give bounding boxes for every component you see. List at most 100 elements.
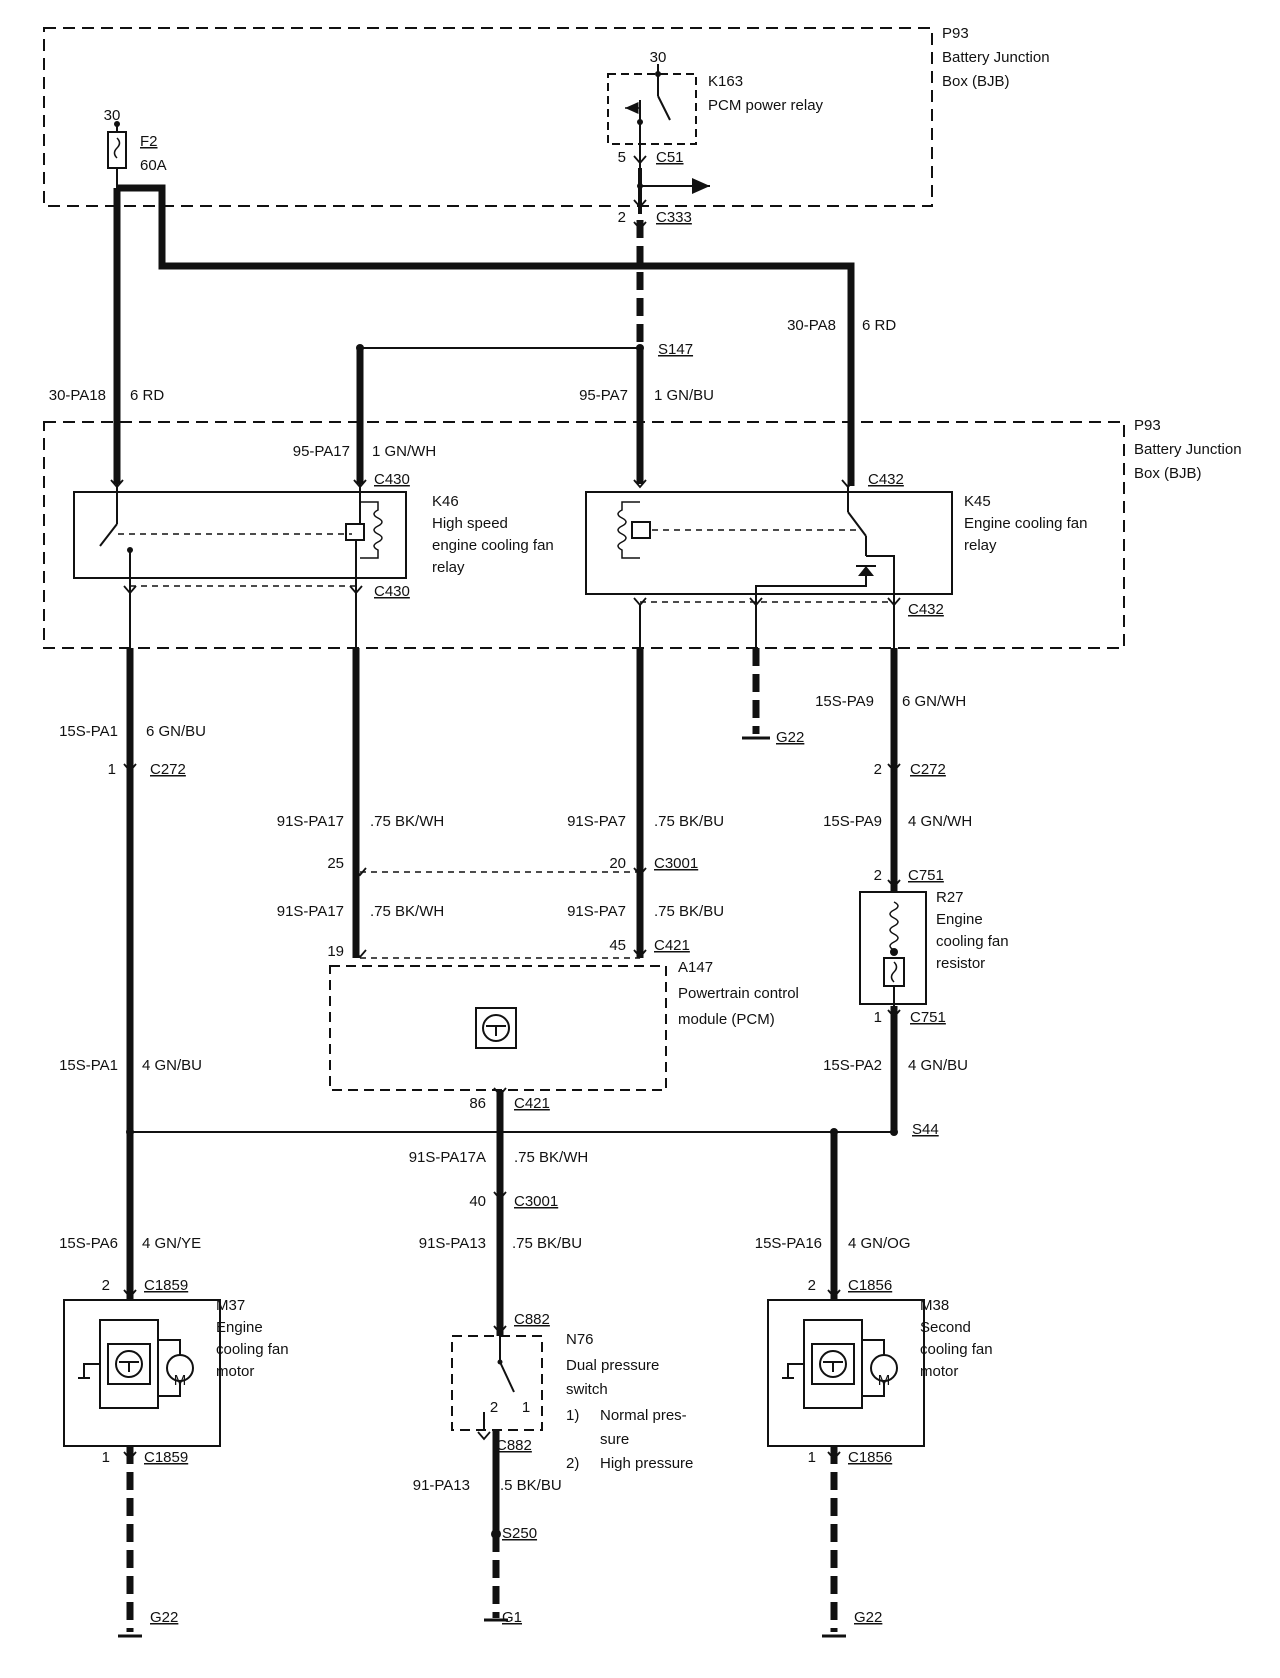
c272-right-pin: 2 — [874, 761, 882, 778]
pcm-ref: A147 — [678, 959, 713, 976]
n76-note2-num: 2) — [566, 1455, 579, 1472]
k45-line1: Engine cooling fan — [964, 515, 1087, 532]
wire-30pa18-spec: 6 RD — [130, 387, 164, 404]
m38-conn-top: C1856 — [848, 1277, 892, 1294]
wires — [113, 168, 898, 1632]
connector-chevron — [353, 867, 367, 877]
n76-line1: Dual pressure — [566, 1357, 659, 1374]
bjb-top-name-1: Battery Junction — [942, 49, 1050, 66]
bjb-top-box — [43, 27, 933, 207]
wire-15spa16-circuit: 15S-PA16 — [755, 1235, 822, 1252]
wire-91spa7b-circuit: 91S-PA7 — [567, 903, 626, 920]
wire-91spa13-circuit: 91S-PA13 — [419, 1235, 486, 1252]
m38-ref: M38 — [920, 1297, 949, 1314]
connector-chevron — [633, 867, 647, 877]
m37-motor-letter: M — [174, 1372, 187, 1389]
n76-ref: N76 — [566, 1331, 594, 1348]
pcm-relay-name: PCM power relay — [708, 97, 824, 114]
c421-pin-right: 45 — [609, 937, 626, 954]
m37-ref: M37 — [216, 1297, 245, 1314]
ground-symbols — [118, 736, 846, 1638]
r27-ref: R27 — [936, 889, 964, 906]
k46-line1: High speed — [432, 515, 508, 532]
bjb-mid-ref: P93 — [1134, 417, 1161, 434]
m37-line2: cooling fan — [216, 1341, 289, 1358]
k46-conn-top: C430 — [374, 471, 410, 488]
n76-note1-a: Normal pres- — [600, 1407, 687, 1424]
c421-top-connector: C421 — [654, 937, 690, 954]
wire-91spa7b-spec: .75 BK/BU — [654, 903, 724, 920]
connector-chevron — [827, 1451, 841, 1461]
wire-91spa17A-spec: .75 BK/WH — [514, 1149, 588, 1166]
pcm-relay-terminal: 30 — [650, 49, 667, 66]
connector-chevron — [887, 879, 901, 889]
s147-label: S147 — [658, 341, 693, 358]
fuse-rating: 60A — [140, 157, 167, 174]
connector-chevrons — [110, 155, 901, 1461]
wire-91spa17a-spec: .75 BK/WH — [370, 813, 444, 830]
wire-15spa1b-circuit: 15S-PA1 — [59, 1057, 118, 1074]
n76-note1-b: sure — [600, 1431, 629, 1448]
connector-chevron — [110, 479, 124, 489]
s44-label: S44 — [912, 1121, 939, 1138]
wire-15spa2-circuit: 15S-PA2 — [823, 1057, 882, 1074]
wire-91spa17a-circuit: 91S-PA17 — [277, 813, 344, 830]
bjb-top-name-2: Box (BJB) — [942, 73, 1010, 90]
wire-91pa13-spec: .5 BK/BU — [500, 1477, 562, 1494]
bjb-mid-name-2: Box (BJB) — [1134, 465, 1202, 482]
m37-motor — [63, 1299, 221, 1447]
connector-chevron — [123, 1289, 137, 1299]
c333-connector: C333 — [656, 209, 692, 226]
n76-conn-top: C882 — [514, 1311, 550, 1328]
connector-chevron — [633, 597, 647, 607]
fuse-terminal: 30 — [104, 107, 121, 124]
n76-line2: switch — [566, 1381, 608, 1398]
m37-line3: motor — [216, 1363, 254, 1380]
n76-note2: High pressure — [600, 1455, 693, 1472]
k45-ref: K45 — [964, 493, 991, 510]
wire-95pa17-circuit: 95-PA17 — [293, 443, 350, 460]
connector-chevron — [123, 585, 137, 595]
c272-left-connector: C272 — [150, 761, 186, 778]
m38-motor-letter: M — [878, 1372, 891, 1389]
n76-note1-num: 1) — [566, 1407, 579, 1424]
wire-95pa7-spec: 1 GN/BU — [654, 387, 714, 404]
ground-middle-label: G1 — [502, 1609, 522, 1626]
k45-conn-top: C432 — [868, 471, 904, 488]
m38-pin-bottom: 1 — [808, 1449, 816, 1466]
k46-relay — [73, 484, 407, 592]
c272-right-connector: C272 — [910, 761, 946, 778]
wire-91spa13-spec: .75 BK/BU — [512, 1235, 582, 1252]
c3001-bottom-pin: 40 — [469, 1193, 486, 1210]
wire-15spa9b-circuit: 15S-PA9 — [823, 813, 882, 830]
c272-left-pin: 1 — [108, 761, 116, 778]
pcm-relay-connector: C51 — [656, 149, 684, 166]
r27-conn-bottom: C751 — [910, 1009, 946, 1026]
connector-chevron — [887, 597, 901, 607]
k45-relay — [585, 486, 953, 604]
pcm-power-relay — [607, 64, 710, 194]
wire-91spa17A-circuit: 91S-PA17A — [409, 1149, 486, 1166]
n76-pin-b: 1 — [522, 1399, 530, 1416]
wire-95pa7-circuit: 95-PA7 — [579, 387, 628, 404]
connector-chevron — [493, 1325, 507, 1335]
connector-chevron — [633, 221, 647, 231]
c3001-bottom-connector: C3001 — [514, 1193, 558, 1210]
wire-15spa9a-circuit: 15S-PA9 — [815, 693, 874, 710]
wire-95pa17-spec: 1 GN/WH — [372, 443, 436, 460]
ground-left-label: G22 — [150, 1609, 178, 1626]
r27-line3: resistor — [936, 955, 985, 972]
connector-chevron — [123, 1451, 137, 1461]
n76-pin-a: 2 — [490, 1399, 498, 1416]
c3001-pin-right: 20 — [609, 855, 626, 872]
r27-pin-top: 2 — [874, 867, 882, 884]
connector-chevron — [493, 1191, 507, 1201]
connector-chevron — [633, 479, 647, 489]
wire-15spa6-spec: 4 GN/YE — [142, 1235, 201, 1252]
wire-15spa1a-circuit: 15S-PA1 — [59, 723, 118, 740]
pcm-pin: 86 — [469, 1095, 486, 1112]
connector-chevron — [493, 1087, 507, 1097]
k46-ref: K46 — [432, 493, 459, 510]
connector-chevron — [633, 199, 647, 209]
c421-pin-left: 19 — [327, 943, 344, 960]
